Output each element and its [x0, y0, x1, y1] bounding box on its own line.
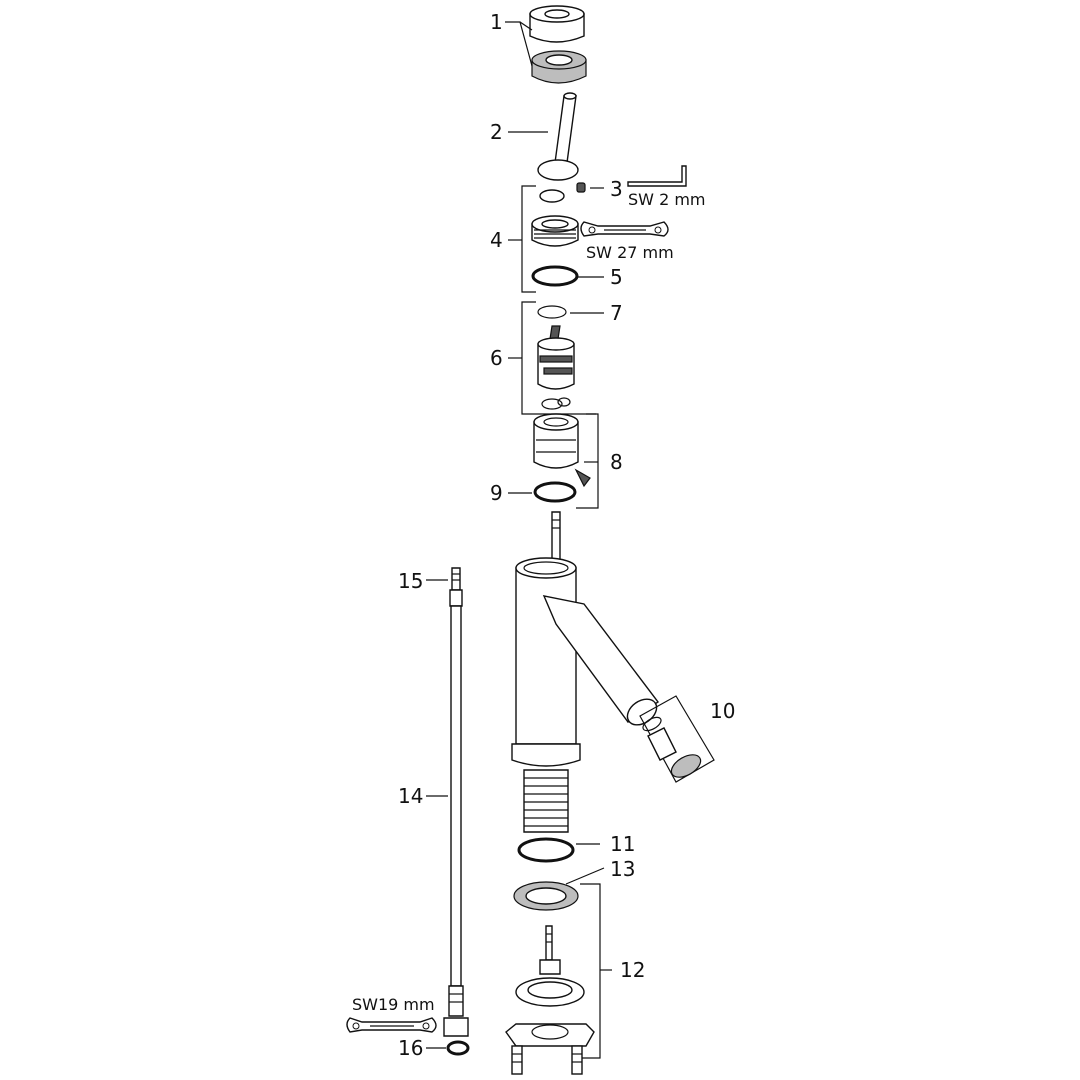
part-7-o-ring — [537, 305, 567, 319]
part-13-washer — [513, 881, 579, 911]
label-7: 7 — [610, 301, 623, 325]
label-16: 16 — [398, 1036, 423, 1060]
wrench-27-icon — [580, 221, 669, 237]
part-1-cap — [529, 5, 587, 84]
wrench-19-size: SW19 mm — [352, 995, 435, 1014]
part-16-washer — [446, 1040, 470, 1056]
label-6: 6 — [490, 346, 503, 370]
part-10-faucet-body — [511, 511, 660, 833]
part-12-mounting-set — [505, 925, 595, 1075]
part-4-retaining-nut — [531, 189, 579, 247]
part-3-set-screw — [576, 182, 586, 193]
label-3: 3 — [610, 177, 623, 201]
part-11-gasket — [517, 837, 575, 863]
label-5: 5 — [610, 265, 623, 289]
label-10: 10 — [710, 699, 735, 723]
part-2-lever — [537, 92, 579, 181]
label-8: 8 — [610, 450, 623, 474]
label-15: 15 — [398, 569, 423, 593]
label-1: 1 — [490, 10, 503, 34]
part-6-cartridge — [537, 325, 575, 410]
part-5-o-ring — [531, 265, 579, 287]
label-11: 11 — [610, 832, 635, 856]
label-14: 14 — [398, 784, 423, 808]
part-10-aerator — [639, 695, 715, 783]
hose-nut — [443, 985, 469, 1037]
label-9: 9 — [490, 481, 503, 505]
part-9-o-ring — [533, 481, 577, 503]
label-13: 13 — [610, 857, 635, 881]
part-14-supply-hose — [450, 605, 462, 987]
hex-key-icon — [627, 165, 687, 187]
hex-key-size: SW 2 mm — [628, 190, 706, 209]
wrench-27-size: SW 27 mm — [586, 243, 674, 262]
label-4: 4 — [490, 228, 503, 252]
label-12: 12 — [620, 958, 645, 982]
label-2: 2 — [490, 120, 503, 144]
wrench-19-icon — [346, 1017, 437, 1033]
part-8-valve-base — [533, 413, 591, 488]
part-15-hose-connector — [449, 567, 463, 607]
